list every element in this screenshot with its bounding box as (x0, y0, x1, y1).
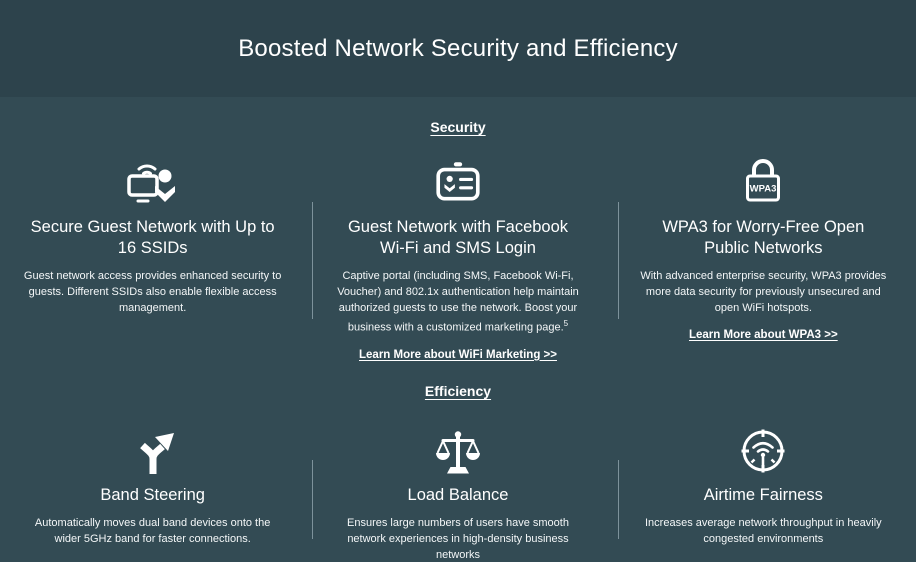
feature-load-balance: Load Balance Ensures large numbers of us… (305, 427, 610, 563)
feature-description: Captive portal (including SMS, Facebook … (329, 268, 587, 336)
captive-portal-icon (433, 155, 483, 207)
feature-description-text: Increases average network throughput in … (645, 516, 882, 545)
feature-secure-guest-network: Secure Guest Network with Up to 16 SSIDs… (0, 155, 305, 361)
hero-banner: Boosted Network Security and Efficiency (0, 0, 916, 97)
wpa3-lock-icon: WPA3 (739, 155, 787, 207)
bottom-strip (0, 562, 916, 566)
feature-wpa3: WPA3 WPA3 for Worry-Free Open Public Net… (611, 155, 916, 361)
feature-airtime-fairness: Airtime Fairness Increases average netwo… (611, 427, 916, 563)
feature-title: Airtime Fairness (703, 485, 823, 504)
efficiency-section-heading[interactable]: Efficiency (424, 382, 492, 399)
feature-description-text: Ensures large numbers of users have smoo… (347, 516, 569, 561)
feature-description: Ensures large numbers of users have smoo… (329, 515, 587, 563)
feature-title: Band Steering (100, 485, 205, 504)
page-title: Boosted Network Security and Efficiency (238, 34, 678, 62)
wifi-marketing-link[interactable]: Learn More about WiFi Marketing >> (359, 348, 557, 361)
feature-title: Load Balance (407, 485, 509, 504)
security-row: Secure Guest Network with Up to 16 SSIDs… (0, 155, 916, 361)
column-divider (312, 459, 313, 539)
feature-description: Increases average network throughput in … (634, 515, 892, 547)
feature-description: Automatically moves dual band devices on… (24, 515, 282, 547)
feature-description-text: Captive portal (including SMS, Facebook … (337, 270, 579, 334)
column-divider (312, 202, 313, 319)
load-balance-icon (434, 427, 482, 475)
feature-description-text: Automatically moves dual band devices on… (34, 516, 271, 545)
feature-captive-portal: Guest Network with Facebook Wi-Fi and SM… (305, 155, 610, 361)
features-section: Security Secure Guest Network with Up to… (0, 97, 916, 562)
feature-description: Guest network access provides enhanced s… (24, 268, 282, 316)
feature-title: Secure Guest Network with Up to 16 SSIDs (30, 218, 275, 257)
feature-band-steering: Band Steering Automatically moves dual b… (0, 427, 305, 563)
efficiency-row: Band Steering Automatically moves dual b… (0, 427, 916, 563)
feature-title: Guest Network with Facebook Wi-Fi and SM… (347, 218, 569, 257)
band-steering-icon (129, 427, 177, 475)
footnote-marker: 5 (563, 319, 569, 328)
column-divider (618, 459, 619, 539)
column-divider (618, 202, 619, 319)
wpa3-icon-label: WPA3 (750, 184, 777, 195)
feature-description: With advanced enterprise security, WPA3 … (634, 268, 892, 316)
feature-description-text: With advanced enterprise security, WPA3 … (640, 270, 887, 314)
wpa3-link[interactable]: Learn More about WPA3 >> (688, 329, 838, 341)
feature-description-text: Guest network access provides enhanced s… (23, 270, 282, 314)
guest-network-icon (126, 155, 180, 207)
airtime-fairness-icon (739, 427, 787, 475)
feature-title: WPA3 for Worry-Free Open Public Networks (662, 218, 865, 257)
security-section-heading[interactable]: Security (430, 119, 486, 135)
